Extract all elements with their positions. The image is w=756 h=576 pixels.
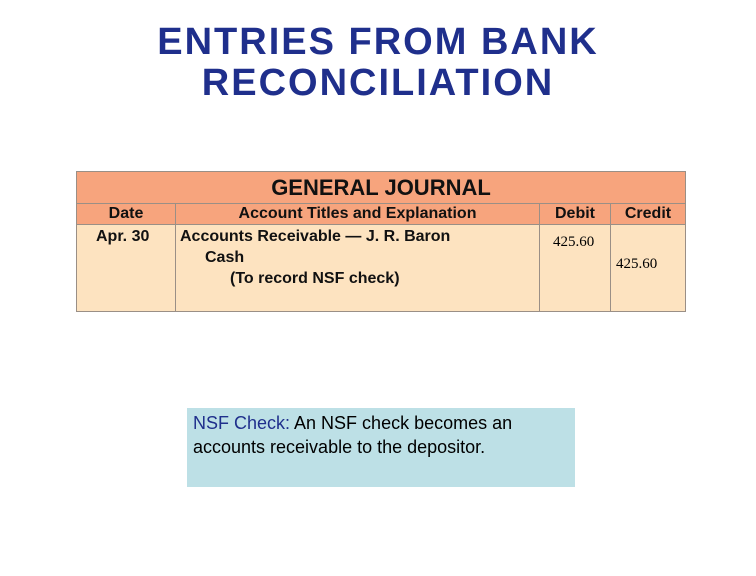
nsf-check-note: NSF Check: An NSF check becomes an accou… <box>187 408 575 487</box>
credit-column-header: Credit <box>611 204 685 225</box>
title-line-1: ENTRIES FROM BANK <box>157 21 599 63</box>
journal-heading: GENERAL JOURNAL <box>77 172 685 204</box>
entry-explanation: (To record NSF check) <box>230 270 400 287</box>
general-journal-table: GENERAL JOURNAL Date Account Titles and … <box>76 171 686 312</box>
entry-date: Apr. 30 <box>96 228 150 245</box>
note-text: An NSF check becomes an accounts receiva… <box>193 413 513 457</box>
note-label: NSF Check: <box>193 413 291 433</box>
debit-column-header: Debit <box>540 204 610 225</box>
column-divider <box>175 204 176 311</box>
title-line-2: RECONCILIATION <box>201 62 555 104</box>
debit-account: Accounts Receivable — J. R. Baron <box>180 228 451 245</box>
column-divider <box>539 204 540 311</box>
account-column-header: Account Titles and Explanation <box>176 204 539 225</box>
column-divider <box>610 204 611 311</box>
page-title: ENTRIES FROM BANK RECONCILIATION <box>0 22 756 104</box>
date-column-header: Date <box>77 204 175 225</box>
credit-account: Cash <box>205 249 245 266</box>
credit-amount: 425.60 <box>616 256 658 272</box>
debit-amount: 425.60 <box>553 234 595 250</box>
